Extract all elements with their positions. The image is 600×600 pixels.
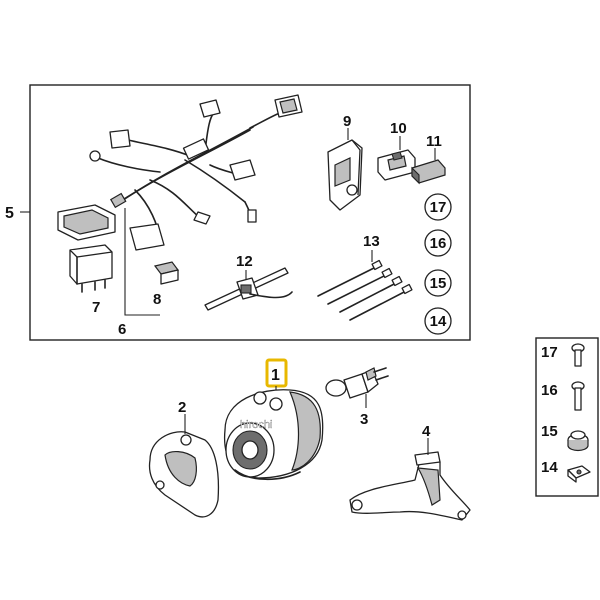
label-part-5: 5	[5, 205, 14, 222]
label-part-10: 10	[390, 120, 407, 137]
label-part-13: 13	[363, 233, 380, 250]
holder-arm	[349, 451, 471, 521]
small-parts-frame	[535, 337, 599, 497]
cable-ties	[317, 259, 413, 321]
svg-text:17: 17	[430, 199, 447, 216]
svg-text:15: 15	[430, 275, 447, 292]
circled-ref-17: 17	[424, 193, 452, 221]
label-part-11: 11	[426, 133, 442, 150]
watermark-text: hirochi	[240, 419, 272, 431]
wiring-harness	[57, 94, 303, 251]
label-part-4: 4	[422, 423, 431, 440]
label-part-7: 7	[92, 299, 100, 316]
grommet-15	[567, 430, 589, 452]
mounting-bracket	[148, 431, 220, 518]
circled-ref-16: 16	[424, 229, 452, 257]
label-part-12: 12	[236, 253, 253, 270]
label-part-3: 3	[360, 411, 368, 428]
label-part-2: 2	[178, 399, 186, 416]
label-part-6: 6	[118, 321, 126, 338]
leader-6	[124, 208, 160, 316]
label-small-15: 15	[541, 423, 558, 440]
switch	[377, 149, 416, 181]
label-small-14: 14	[541, 459, 558, 476]
label-small-17: 17	[541, 344, 558, 361]
circled-ref-14: 14	[424, 307, 452, 335]
label-part-8: 8	[153, 291, 161, 308]
circled-ref-15: 15	[424, 269, 452, 297]
svg-text:16: 16	[430, 235, 447, 252]
cover	[411, 159, 446, 185]
svg-text:14: 14	[430, 313, 447, 330]
bolt-16	[571, 381, 585, 411]
cable-tie-holder	[204, 267, 293, 311]
fog-light	[223, 389, 324, 481]
fuse	[153, 261, 180, 285]
label-part-1: 1	[271, 367, 280, 384]
switch-housing	[327, 139, 363, 211]
label-small-16: 16	[541, 382, 558, 399]
clip-nut-14	[567, 465, 591, 483]
label-part-9: 9	[343, 113, 351, 130]
bulb	[325, 367, 389, 399]
relay	[69, 244, 113, 293]
screw-17	[571, 343, 585, 367]
